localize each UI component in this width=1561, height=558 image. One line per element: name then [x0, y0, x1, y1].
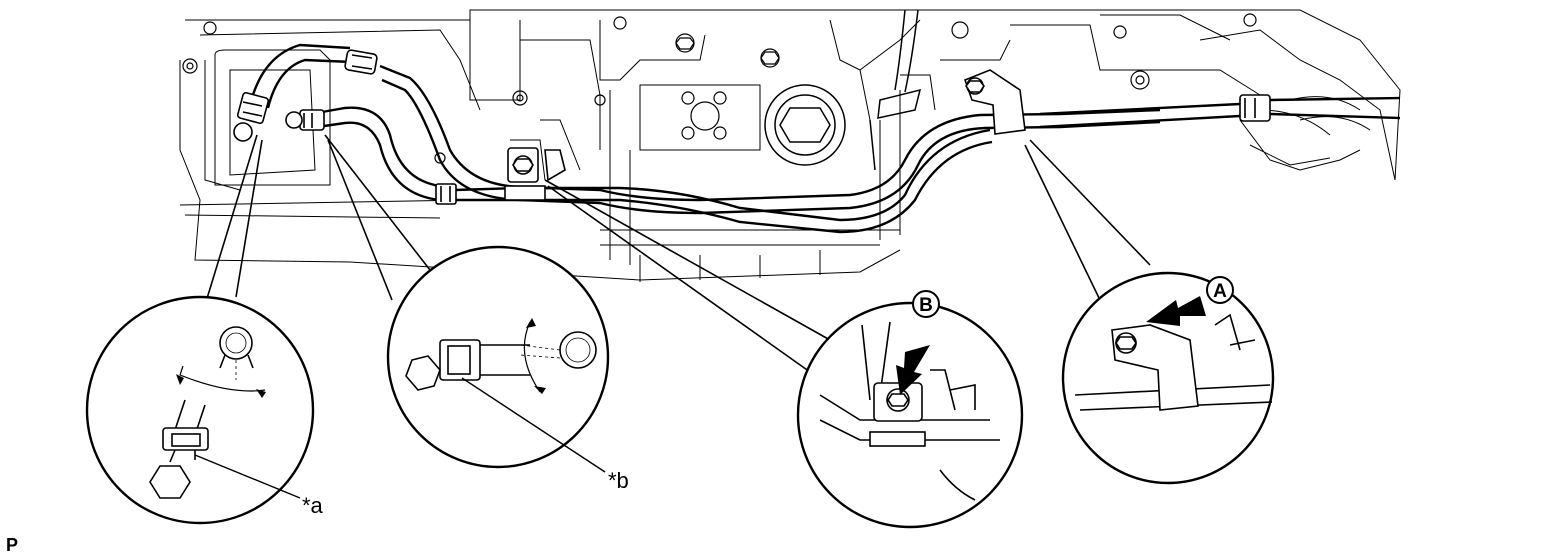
cooler-hose-outer: [250, 43, 1401, 234]
arrow-a-icon: [1146, 296, 1206, 326]
callout-a-label: *a: [302, 493, 324, 518]
hose-fittings: [233, 49, 1271, 205]
marker-a-label: A: [1213, 281, 1227, 302]
clamp-b-engine: [504, 147, 566, 201]
detail-circle-b: [386, 245, 610, 473]
leader-lines: [204, 134, 1151, 373]
detail-circle-a-marker: A: [1061, 271, 1275, 485]
dipstick-tube: [869, 9, 922, 171]
marker-b-badge: B: [912, 290, 940, 318]
engine-block-outline: [179, 9, 1401, 282]
marker-b-label: B: [919, 295, 933, 316]
detail-circle-a: [85, 295, 315, 525]
callout-b-label: *b: [608, 468, 629, 493]
pulley-bolt: [764, 84, 846, 166]
page-code: P: [6, 535, 19, 555]
arrow-b-icon: [896, 345, 930, 395]
detail-circle-b-marker: B: [796, 290, 1024, 529]
bracket-a-engine: [963, 69, 1026, 135]
marker-a-badge: A: [1206, 276, 1234, 304]
engine-bolts: [182, 13, 1257, 164]
